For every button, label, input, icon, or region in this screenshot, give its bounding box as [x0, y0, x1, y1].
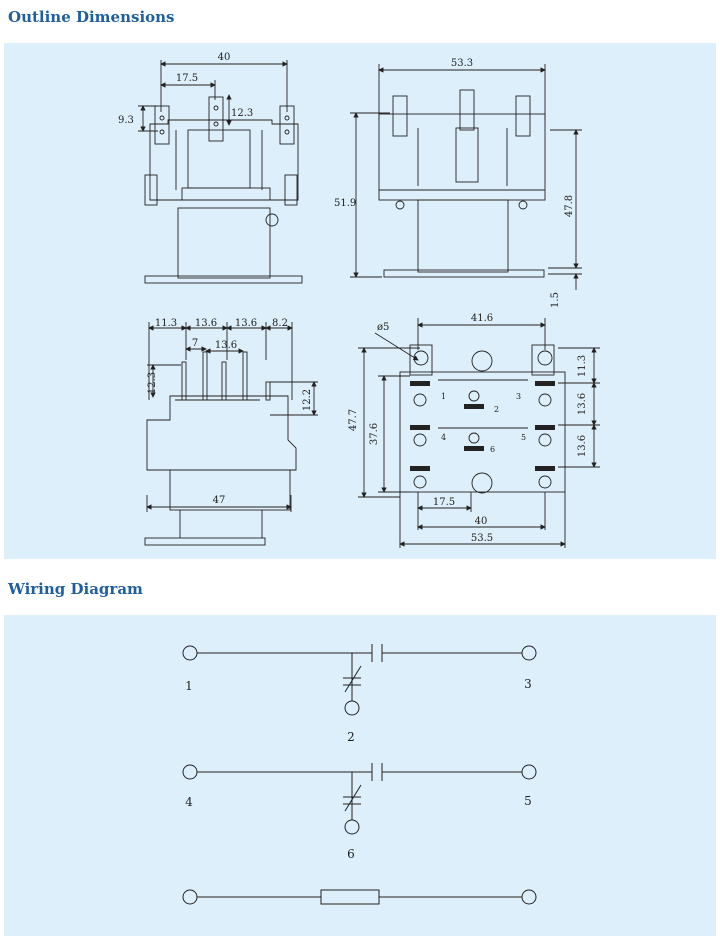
pin-spacing-3-label: 13.6: [235, 318, 257, 329]
hole-pitch-label: 41.6: [471, 313, 493, 324]
pin-right-height-label: 12.2: [302, 389, 313, 411]
pin-spacing-1-label: 11.3: [155, 318, 177, 329]
bottom-width-label: 53.5: [471, 533, 493, 544]
pin-inner-spacing-2-label: 13.6: [215, 340, 237, 351]
terminal-slots: [410, 381, 555, 471]
wiring-diagram-title: Wiring Diagram: [8, 580, 143, 598]
wiring-label-2: 2: [347, 730, 355, 744]
terminal-label-1: 1: [441, 392, 446, 401]
pin-spacing-2-label: 13.6: [195, 318, 217, 329]
bottom-row-3-label: 13.6: [577, 435, 588, 457]
terminal-label-4: 4: [441, 433, 446, 442]
front-pitch-label: 17.5: [176, 73, 198, 84]
bottom-col-2-label: 40: [475, 516, 488, 527]
terminal-label-5: 5: [521, 433, 526, 442]
side-width-label: 53.3: [451, 58, 473, 69]
pin-base-width-label: 47: [213, 495, 226, 506]
outline-dimensions-title: Outline Dimensions: [8, 8, 175, 26]
terminal-label-6: 6: [490, 445, 495, 454]
wiring-label-4: 4: [185, 795, 193, 809]
bottom-col-1-label: 17.5: [433, 497, 455, 508]
front-width-label: 40: [218, 52, 231, 63]
front-tab-offset-label: 9.3: [118, 115, 134, 126]
side-base-label: 1.5: [550, 292, 561, 308]
bottom-height-label: 47.7: [348, 409, 359, 431]
bottom-row-span-label: 37.6: [369, 423, 380, 445]
bottom-row-1-label: 11.3: [577, 355, 588, 377]
side-height-label: 51.9: [334, 198, 356, 209]
bottom-row-2-label: 13.6: [577, 393, 588, 415]
side-view-drawing: [350, 64, 582, 290]
hole-diameter-label: ø5: [377, 322, 389, 333]
pin-view-drawing: [144, 322, 318, 546]
wiring-label-1: 1: [185, 679, 193, 693]
terminal-label-2: 2: [494, 405, 499, 414]
wiring-label-5: 5: [524, 794, 532, 808]
wiring-label-3: 3: [524, 677, 532, 691]
wiring-schematic: [182, 644, 537, 905]
pin-inner-spacing-1-label: 7: [192, 338, 198, 349]
front-tab-height-label: 12.3: [231, 108, 253, 119]
outline-dimensions-panel: [4, 43, 716, 559]
pin-left-height-label: 12.3: [147, 372, 158, 394]
bottom-view-drawing: [358, 318, 600, 548]
wiring-label-6: 6: [347, 847, 355, 861]
pin-spacing-4-label: 8.2: [272, 318, 288, 329]
terminal-label-3: 3: [516, 392, 521, 401]
front-view-drawing: [138, 60, 303, 284]
side-body-height-label: 47.8: [564, 195, 575, 217]
